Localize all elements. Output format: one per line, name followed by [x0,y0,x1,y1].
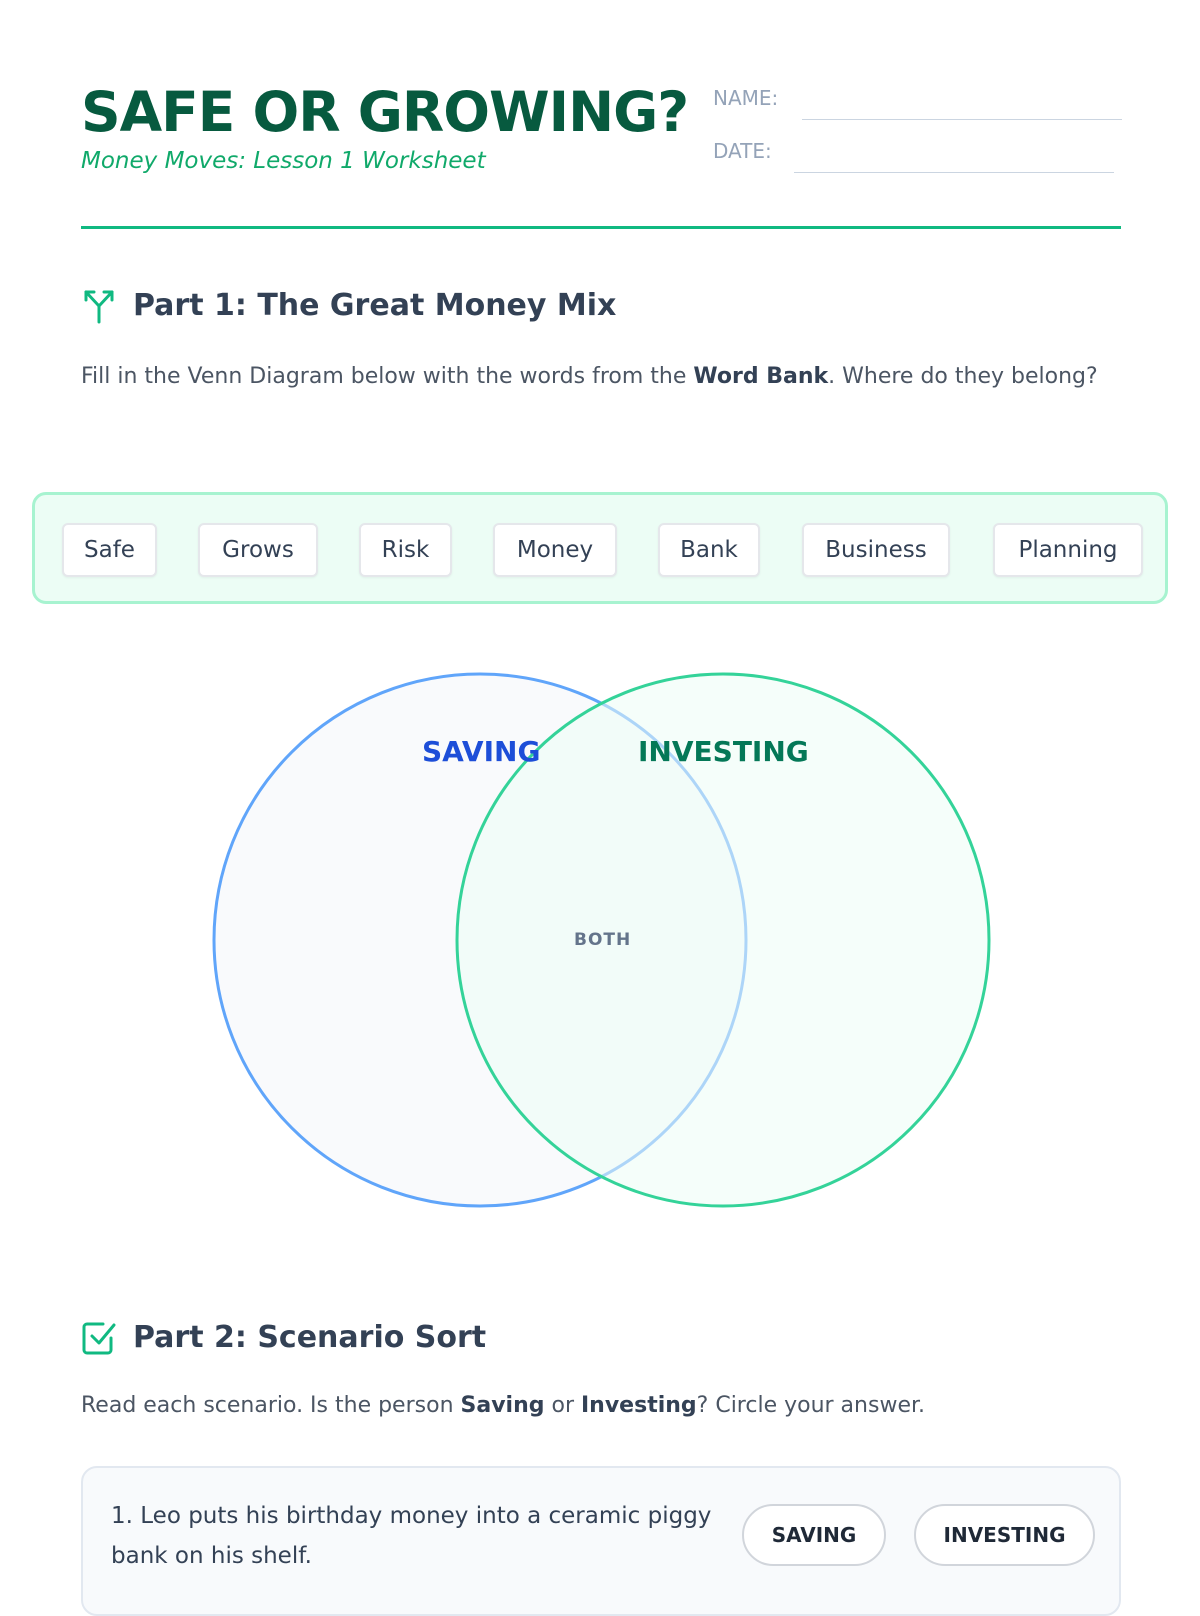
date-field[interactable] [794,172,1114,173]
part1-heading: Part 1: The Great Money Mix [81,286,616,324]
venn-diagram [212,672,991,1208]
word-chip-risk[interactable]: Risk [359,523,452,577]
part2-instructions: Read each scenario. Is the person Saving… [81,1393,925,1418]
checkbox-icon [82,1322,116,1355]
word-chip-planning[interactable]: Planning [993,523,1143,577]
word-chip-grows[interactable]: Grows [198,523,318,577]
saving-option-button[interactable]: SAVING [742,1504,886,1566]
name-field[interactable] [802,119,1122,120]
part1-instructions: Fill in the Venn Diagram below with the … [81,364,1098,389]
worksheet-subtitle: Money Moves: Lesson 1 Worksheet [81,148,486,174]
word-bank: Safe Grows Risk Money Bank Business Plan… [32,492,1168,604]
scenario-text: 1. Leo puts his birthday money into a ce… [111,1503,712,1569]
word-chip-bank[interactable]: Bank [658,523,760,577]
word-chip-business[interactable]: Business [802,523,950,577]
investing-option-button[interactable]: INVESTING [914,1504,1095,1566]
worksheet-header: SAFE OR GROWING? Money Moves: Lesson 1 W… [81,80,689,174]
part2-heading: Part 2: Scenario Sort [81,1318,486,1356]
worksheet-title: SAFE OR GROWING? [81,80,689,144]
word-chip-safe[interactable]: Safe [62,523,157,577]
split-arrows-icon [84,290,114,324]
scenario-card: 1. Leo puts his birthday money into a ce… [81,1466,1121,1616]
word-chip-money[interactable]: Money [493,523,617,577]
name-label: NAME: [713,86,779,110]
venn-circle-investing[interactable] [455,672,991,1208]
part1-title: Part 1: The Great Money Mix [133,287,617,323]
part2-title: Part 2: Scenario Sort [133,1319,487,1355]
header-divider [81,226,1121,229]
venn-label-saving: SAVING [422,735,541,768]
venn-label-both: BOTH [574,930,632,950]
date-label: DATE: [713,139,772,163]
venn-label-investing: INVESTING [638,735,809,768]
